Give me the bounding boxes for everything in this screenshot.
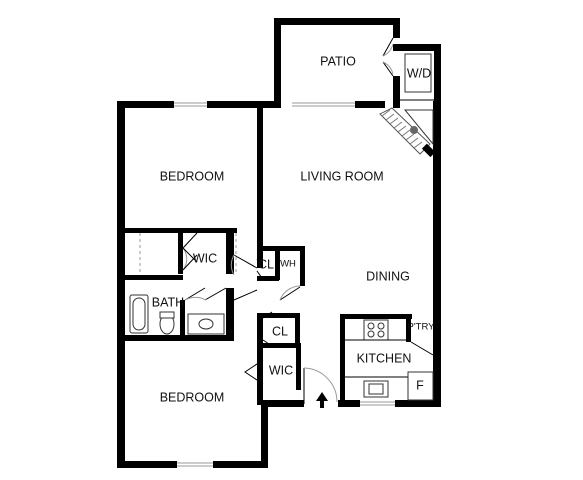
- label-closet-upper: CL: [258, 257, 274, 271]
- label-living-room: LIVING ROOM: [300, 169, 383, 183]
- label-fridge: F: [416, 378, 424, 392]
- exterior-walls: [117, 101, 441, 468]
- label-wic-upper: WIC: [193, 251, 217, 265]
- room-labels: PATIO W/D LIVING ROOM BEDROOM WIC CL WH …: [152, 54, 435, 404]
- label-water-heater: WH: [280, 259, 296, 270]
- fireplace: [379, 107, 436, 158]
- label-closet-lower: CL: [272, 324, 288, 338]
- label-bedroom-upper: BEDROOM: [160, 169, 225, 183]
- label-dining: DINING: [366, 269, 410, 283]
- doors-and-fixtures: [129, 102, 434, 467]
- label-wic-lower: WIC: [269, 363, 293, 377]
- label-bedroom-lower: BEDROOM: [160, 390, 225, 404]
- label-bath: BATH: [152, 295, 184, 309]
- label-washer-dryer: W/D: [407, 66, 431, 80]
- label-kitchen: KITCHEN: [357, 351, 412, 365]
- interior-walls: [125, 108, 412, 406]
- patio-walls: [274, 18, 441, 108]
- label-pantry: P'TRY: [408, 322, 436, 333]
- label-patio: PATIO: [320, 54, 356, 68]
